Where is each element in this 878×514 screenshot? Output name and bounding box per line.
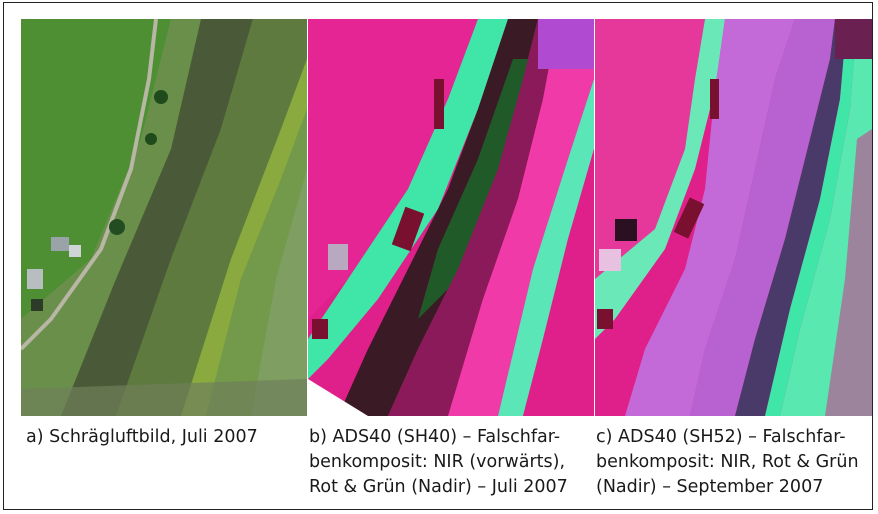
caption-b: b) ADS40 (SH40) – Falschfar- benkomposit… bbox=[309, 427, 568, 497]
caption-a: a) Schrägluftbild, Juli 2007 bbox=[26, 427, 258, 447]
aerial-photo-oblique bbox=[21, 19, 307, 416]
figure-frame: a) Schrägluftbild, Juli 2007 b) ADS40 (S… bbox=[3, 2, 873, 510]
caption-c: c) ADS40 (SH52) – Falschfar- benkomposit… bbox=[596, 427, 859, 497]
false-color-sh40-july bbox=[308, 19, 594, 416]
false-color-sh52-september bbox=[595, 19, 872, 416]
